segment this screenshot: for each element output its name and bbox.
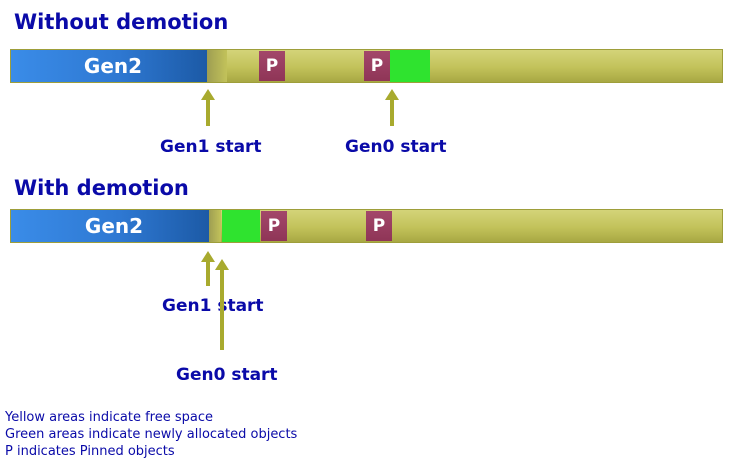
gen1-start-label: Gen1 start [160, 137, 262, 157]
gen2-region: Gen2 [11, 210, 209, 242]
gen2-region: Gen2 [11, 50, 207, 82]
gen0-start-label: Gen0 start [176, 365, 278, 385]
pinned-object: P [364, 51, 390, 81]
gen0-start-arrowhead [215, 259, 229, 270]
gen2-boundary-shade [207, 50, 227, 82]
gen1-start-arrow-stem [206, 99, 210, 126]
gen0-start-arrow-stem [390, 99, 394, 126]
gen1-start-arrow-stem [206, 261, 210, 286]
new-allocation-region [390, 50, 430, 82]
pinned-object: P [366, 211, 392, 241]
pinned-object: P [261, 211, 287, 241]
gen1-start-arrowhead [201, 251, 215, 262]
gen0-start-label: Gen0 start [345, 137, 447, 157]
gen0-start-arrowhead [385, 89, 399, 100]
legend-free-space: Yellow areas indicate free space [5, 410, 214, 425]
pinned-object: P [259, 51, 285, 81]
title-without-demotion: Without demotion [14, 10, 229, 34]
heap-bar-with-demotion: Gen2 P P [10, 209, 723, 243]
new-allocation-region [222, 210, 260, 242]
legend-new-objects: Green areas indicate newly allocated obj… [5, 427, 298, 442]
heap-bar-without-demotion: Gen2 P P [10, 49, 723, 83]
gen2-boundary-shade [209, 210, 221, 242]
gen0-start-arrow-stem [220, 269, 224, 350]
legend-pinned-objects: P indicates Pinned objects [5, 444, 175, 459]
gen1-start-label: Gen1 start [162, 296, 264, 316]
title-with-demotion: With demotion [14, 176, 189, 200]
gen1-start-arrowhead [201, 89, 215, 100]
